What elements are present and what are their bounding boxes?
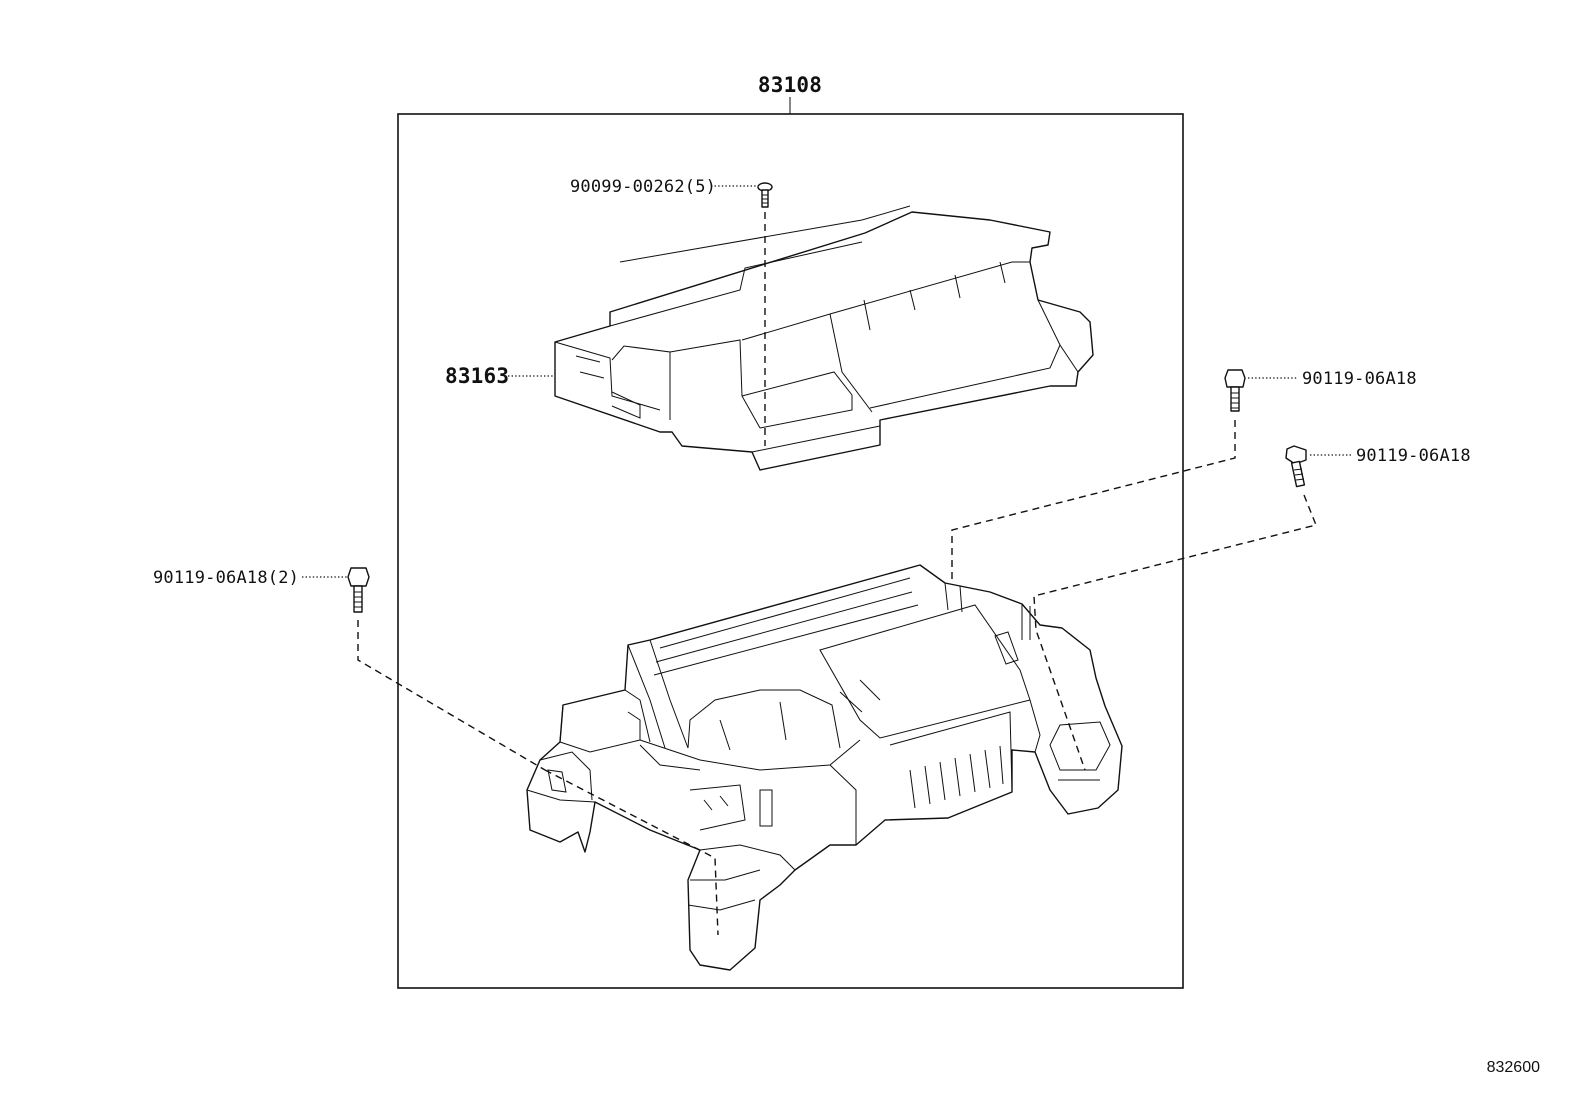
screw-label: 90099-00262(5) [570,177,716,197]
housing-part [526,564,1123,971]
screw-icon [757,182,773,208]
cover-label: 83163 [445,364,509,388]
assembly-label: 83108 [758,73,822,97]
bolt-right-1-label: 90119-06A18 [1302,369,1417,389]
bolt-right-1-install-line [951,420,1236,580]
bolt-icon [1285,445,1307,488]
cover-part [554,205,1094,471]
bolt-right-2-label: 90119-06A18 [1356,446,1471,466]
bolt-left-install-line-2 [544,769,719,936]
bolt-icon [1224,369,1246,412]
bolt-left-label: 90119-06A18(2) [153,568,299,588]
bolt-left-install-line [357,620,546,771]
figure-code: 832600 [1487,1059,1540,1076]
bolt-icon [347,567,370,613]
